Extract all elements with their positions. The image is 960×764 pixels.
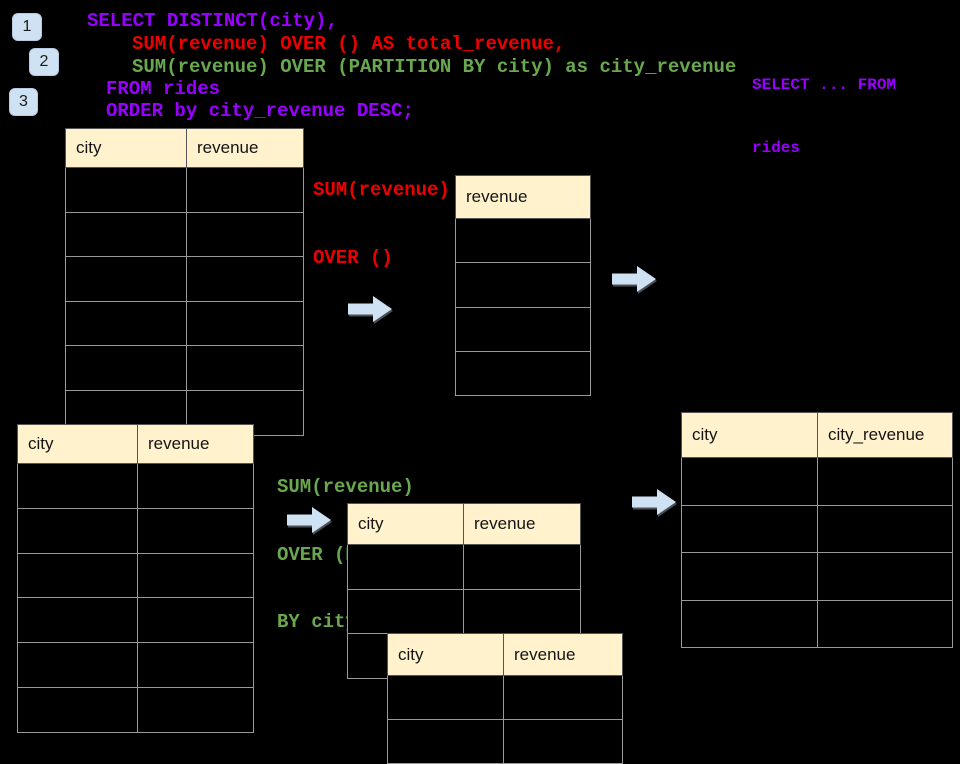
- flow-arrow-right-icon: [348, 296, 392, 322]
- table-cell: [817, 599, 953, 648]
- step-badge-1: 1: [12, 13, 42, 41]
- table-cell: [681, 552, 818, 601]
- label-line: SUM(revenue): [313, 179, 450, 201]
- column-header: city: [65, 128, 187, 168]
- flow-arrow-right-icon: [612, 266, 656, 292]
- table-cell: [455, 350, 591, 397]
- table-cell: [347, 588, 464, 635]
- column-header: city: [681, 412, 818, 458]
- column-header: city_revenue: [817, 412, 953, 458]
- sql-snippet-line: rides: [752, 139, 801, 157]
- table-cell: [17, 597, 138, 644]
- table-cell: [137, 642, 254, 688]
- table-cell: [65, 167, 187, 213]
- column-header: city: [387, 633, 504, 676]
- table-cell: [65, 256, 187, 302]
- table-cell: [817, 552, 953, 601]
- column-header: revenue: [186, 128, 304, 168]
- sql-snippet-note: SELECT ... FROM rides: [752, 33, 896, 180]
- table-cell: [137, 597, 254, 644]
- table-cell: [681, 599, 818, 648]
- label-line: SUM(revenue): [277, 476, 414, 498]
- table-cell: [387, 719, 504, 764]
- table-cell: [186, 256, 304, 302]
- table-cell: [65, 300, 187, 347]
- column-header: city: [347, 503, 464, 545]
- sql-line-select: SELECT DISTINCT(city),: [87, 10, 338, 32]
- step-badge-3: 3: [9, 88, 38, 116]
- table-cell: [387, 675, 504, 720]
- revenue-column-table: revenue: [455, 175, 591, 397]
- table-cell: [137, 463, 254, 509]
- table-cell: [463, 544, 581, 590]
- window-function-label-total: SUM(revenue) OVER (): [313, 134, 450, 292]
- table-cell: [503, 719, 623, 764]
- step-badge-2: 2: [29, 48, 59, 76]
- table-cell: [65, 211, 187, 258]
- column-header: revenue: [503, 633, 623, 676]
- flow-arrow-right-icon: [632, 489, 676, 515]
- sql-snippet-line: SELECT ... FROM: [752, 76, 897, 94]
- table-cell: [455, 217, 591, 264]
- column-header: revenue: [137, 424, 254, 464]
- column-header: city: [17, 424, 138, 464]
- table-cell: [137, 686, 254, 733]
- table-cell: [463, 588, 581, 635]
- table-cell: [17, 686, 138, 733]
- table-cell: [186, 167, 304, 213]
- label-line: OVER (): [313, 246, 393, 269]
- table-cell: [347, 544, 464, 590]
- table-cell: [137, 507, 254, 554]
- table-cell: [186, 211, 304, 258]
- table-cell: [186, 300, 304, 347]
- column-header: revenue: [463, 503, 581, 545]
- table-cell: [17, 463, 138, 509]
- table-cell: [137, 552, 254, 599]
- table-cell: [503, 675, 623, 720]
- table-cell: [681, 504, 818, 553]
- table-cell: [186, 345, 304, 391]
- table-cell: [17, 507, 138, 554]
- table-cell: [817, 504, 953, 553]
- sql-line-sum-partition: SUM(revenue) OVER (PARTITION BY city) as…: [132, 55, 737, 78]
- table-cell: [17, 552, 138, 599]
- sql-line-sum-over: SUM(revenue) OVER () AS total_revenue,: [132, 33, 566, 55]
- sql-line-from: FROM rides: [106, 78, 221, 100]
- flow-arrow-right-icon: [287, 507, 331, 533]
- table-cell: [681, 457, 818, 506]
- sql-line-order: ORDER by city_revenue DESC;: [106, 100, 414, 122]
- table-cell: [65, 345, 187, 391]
- table-cell: [817, 457, 953, 506]
- table-cell: [17, 642, 138, 688]
- table-cell: [455, 262, 591, 308]
- table-cell: [455, 306, 591, 352]
- column-header: revenue: [455, 175, 591, 219]
